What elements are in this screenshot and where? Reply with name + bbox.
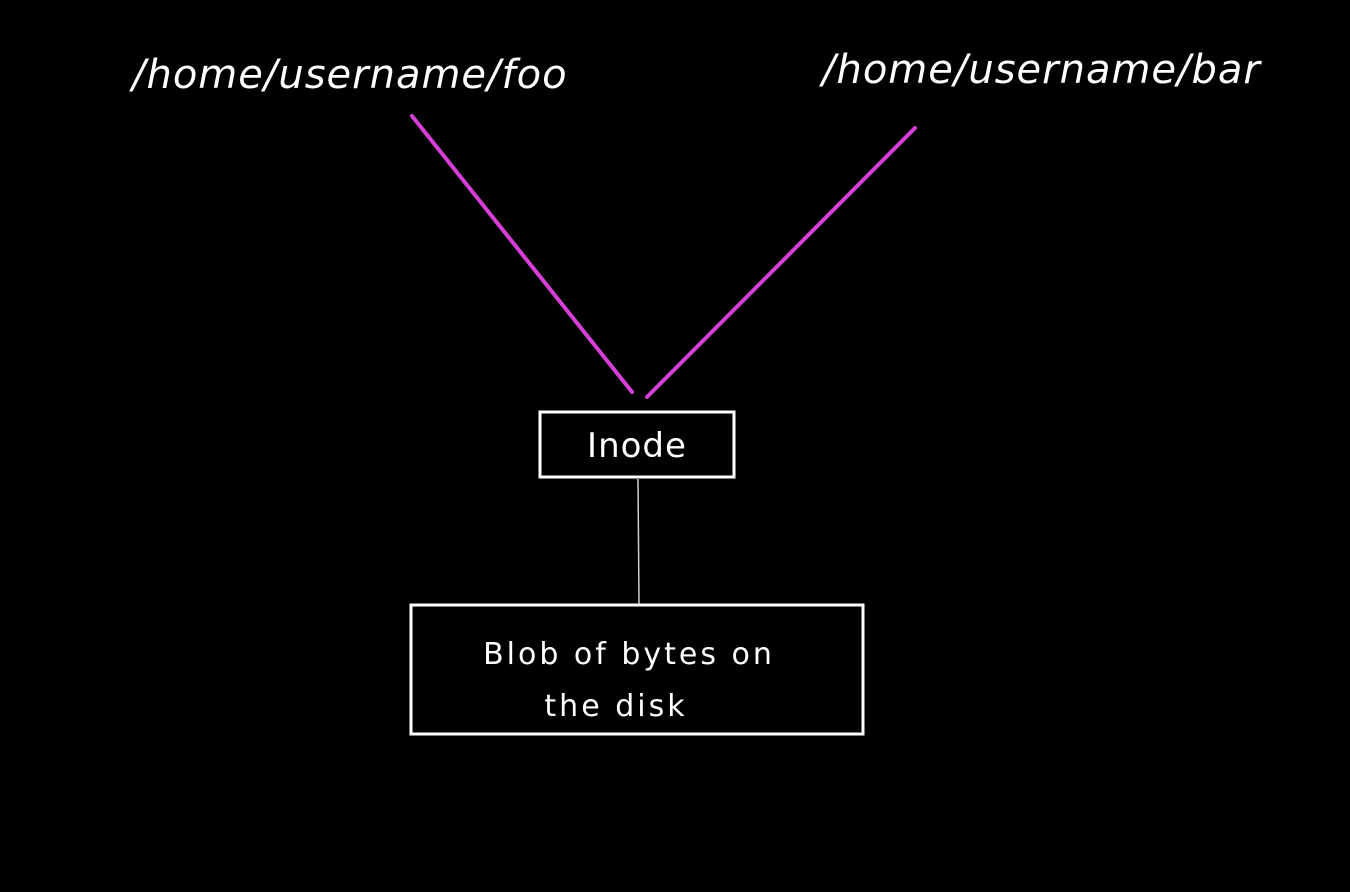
blob-box — [409, 603, 865, 736]
path-label-bar: /home/username/bar — [819, 47, 1262, 93]
inode-label: Inode — [587, 426, 687, 466]
blob-label-line2: the disk — [544, 689, 687, 724]
blob-label-line1: Blob of bytes on — [483, 637, 775, 672]
link-line-foo — [410, 114, 634, 394]
inode-box — [538, 410, 736, 479]
link-line-bar — [645, 126, 917, 399]
path-label-foo: /home/username/foo — [129, 52, 568, 98]
inode-to-blob-connector — [637, 478, 640, 605]
